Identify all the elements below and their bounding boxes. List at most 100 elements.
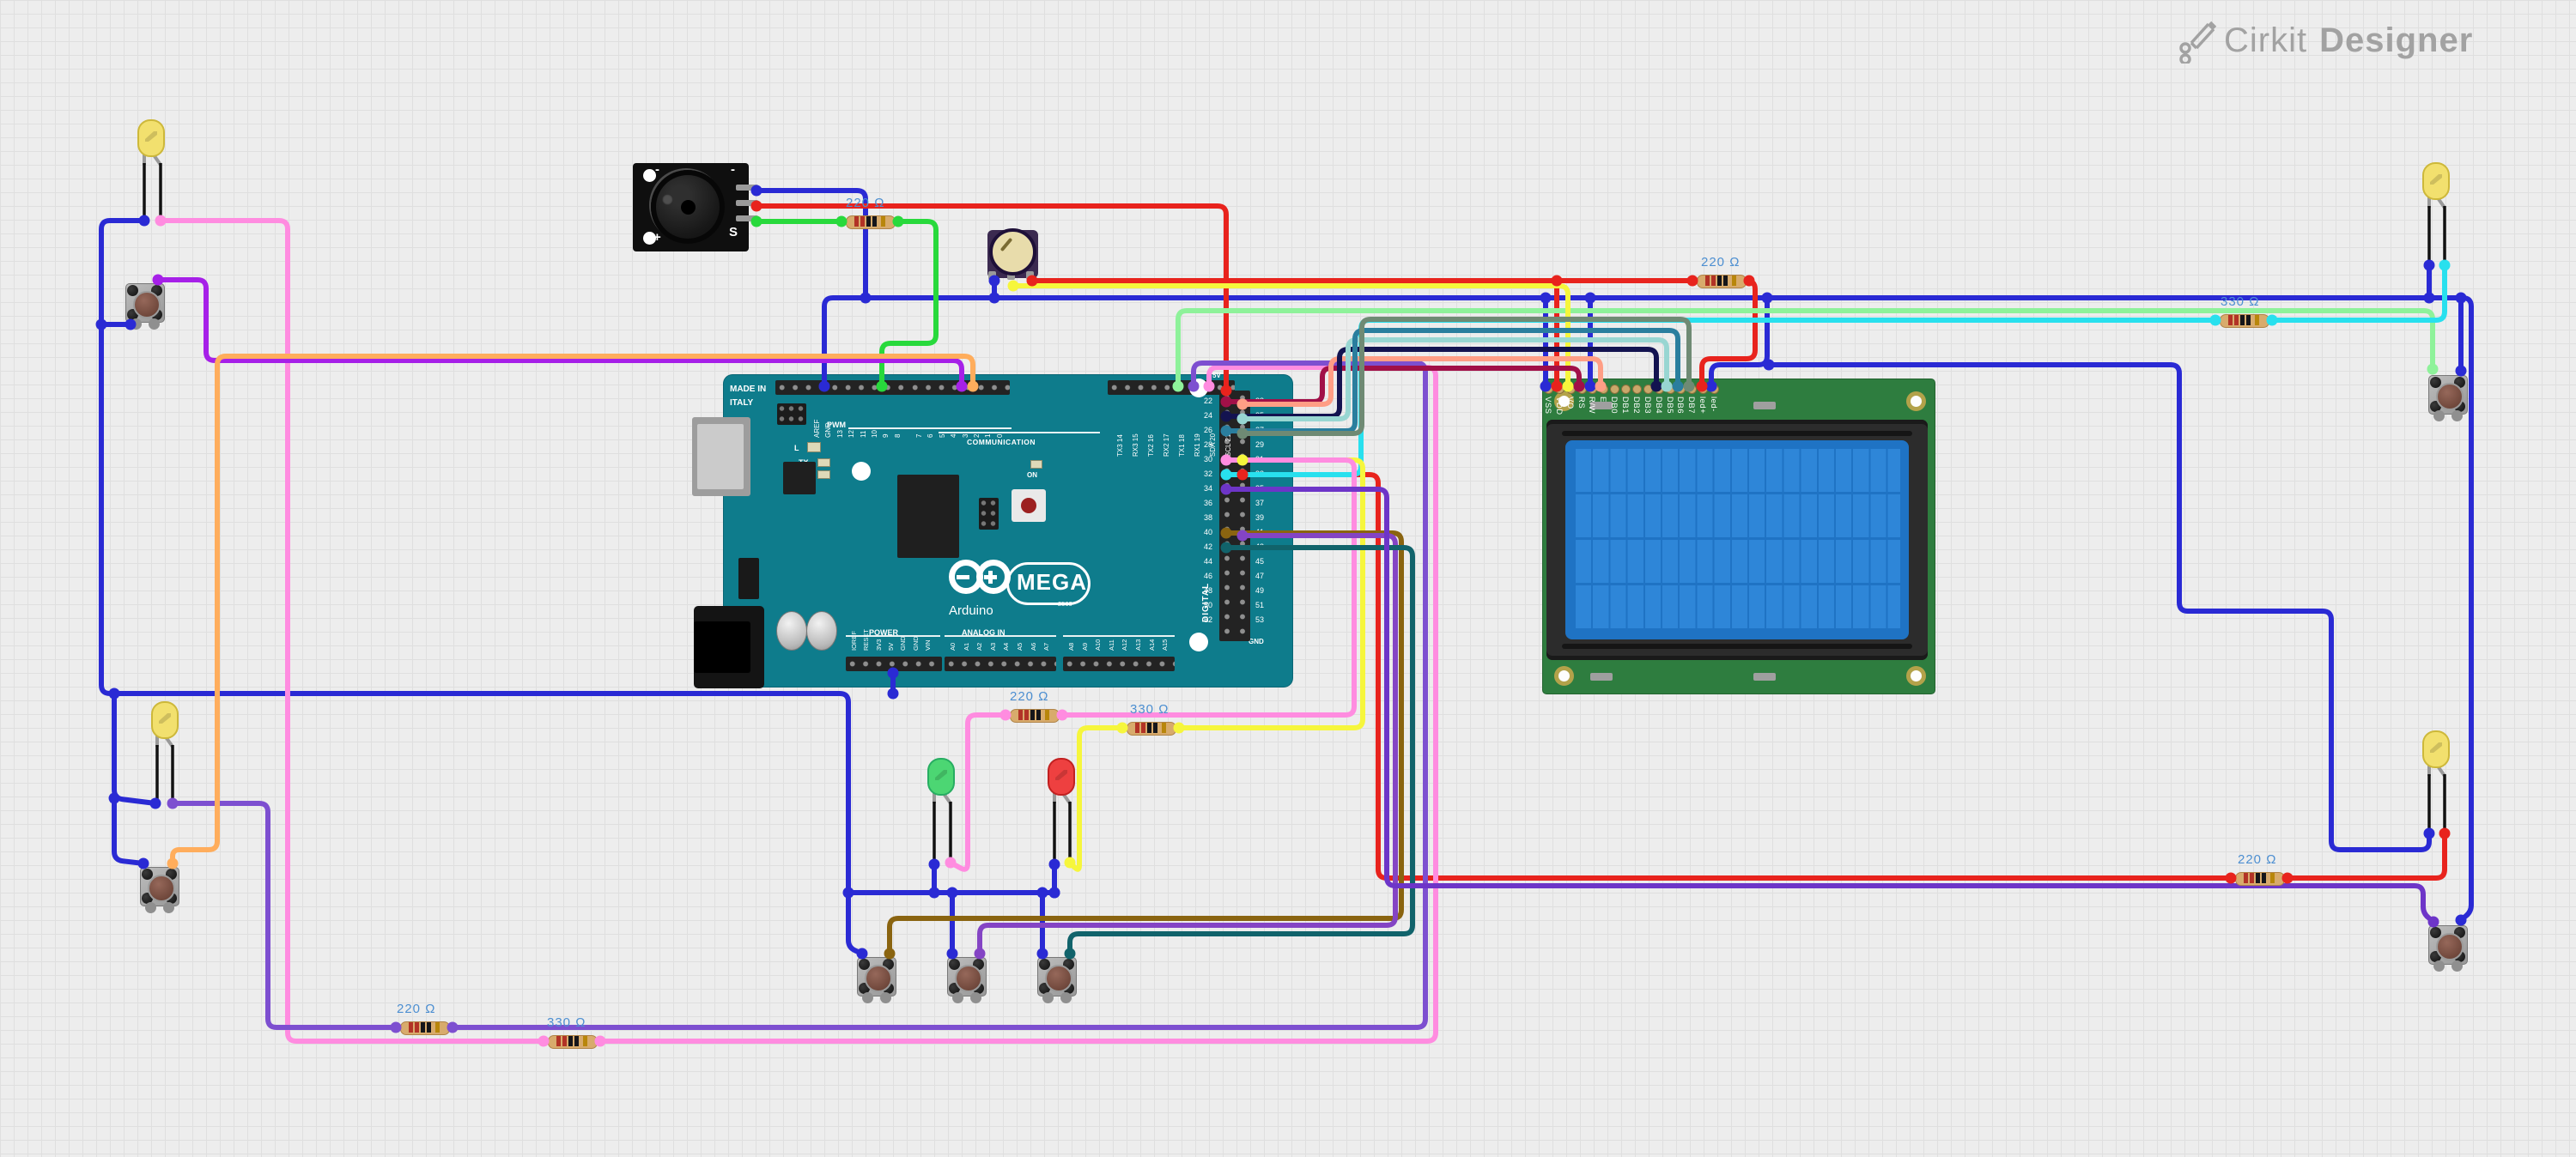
potentiometer[interactable] [987,228,1038,280]
power-jack[interactable] [694,606,764,688]
wire-green[interactable] [754,219,939,389]
push-button[interactable] [2428,925,2468,972]
arduino-label: ANALOG IN [962,628,1005,637]
pin-header-analog-2[interactable] [1063,657,1175,671]
lcd-pin-label: DB6 [1675,397,1686,414]
wire-lightgreen[interactable] [1176,308,2435,389]
arduino-label: SCL 21 [1224,433,1232,457]
icsp-header-2[interactable] [979,498,999,530]
wire-graygreen[interactable] [1240,317,1692,436]
lcd-pin-pad[interactable] [1610,385,1620,394]
wire-yellow[interactable] [1011,283,1571,389]
wire-steelblue[interactable] [1224,328,1680,433]
led-green[interactable] [921,758,963,868]
pin-header-digital[interactable] [1219,391,1250,641]
arduino-mega-board[interactable]: MADE INITALYPWMCOMMUNICATIONLTXRXONPOWER… [692,372,1292,688]
push-button[interactable] [140,867,179,913]
wire-violet[interactable] [170,360,1428,1030]
push-button[interactable] [857,957,896,1003]
resistor[interactable] [1010,709,1060,723]
buzzer-pin[interactable] [736,185,758,191]
led-red[interactable] [1042,758,1083,868]
wire-blue[interactable] [1766,362,2432,852]
reset-button[interactable] [1012,489,1046,522]
resistor[interactable] [846,215,896,229]
wire-red[interactable] [754,203,1229,393]
wire-salmon[interactable] [1240,356,1603,407]
icsp-header-1[interactable] [777,403,806,425]
wire-teal[interactable] [1067,545,1415,956]
resistor[interactable] [1127,722,1176,736]
arduino-label: A9 [1080,642,1089,651]
led-yellow[interactable] [2416,162,2458,270]
lcd-pin-label: DB7 [1686,397,1697,414]
button-cap[interactable] [955,965,982,992]
resistor[interactable] [2235,872,2285,886]
wire-crimson[interactable] [1224,366,1582,404]
button-cap[interactable] [2436,933,2464,960]
push-button[interactable] [947,957,987,1003]
button-cap[interactable] [133,291,161,318]
pin-header-top-3[interactable] [1108,380,1235,395]
wire-pink[interactable] [158,218,1438,1044]
arduino-label: TX2 16 [1147,434,1155,457]
lcd-pin-pad[interactable] [1643,385,1653,394]
wire-pink[interactable] [948,457,1357,872]
wire-blue[interactable] [754,188,868,300]
potentiometer-leg[interactable] [1007,271,1015,280]
lcd-bezel [1546,420,1928,660]
digital-pin-number: 49 [1255,586,1265,595]
button-pin [949,959,960,970]
button-cap[interactable] [865,965,892,992]
push-button[interactable] [1037,957,1077,1003]
led-yellow[interactable] [145,701,186,809]
wire-violetB[interactable] [977,533,1398,956]
reset-button-cap[interactable] [1021,498,1036,513]
wire-blue[interactable] [112,796,146,866]
arduino-label: RX3 15 [1132,433,1139,457]
pin-header-top-1[interactable] [775,380,914,395]
usb-connector[interactable] [692,417,750,496]
buzzer-pin[interactable] [736,200,758,206]
wire-brown[interactable] [887,530,1404,956]
resistor-band [421,1022,425,1033]
wire-red[interactable] [1240,472,2447,881]
wire-navy[interactable] [1224,347,1659,419]
buzzer-module[interactable]: -+-S [633,162,758,251]
resistor[interactable] [548,1035,598,1049]
resistor[interactable] [2220,314,2269,328]
button-leg [2451,410,2463,421]
wire-blue[interactable] [822,295,2474,923]
arduino-label: 6 [927,433,935,438]
wire-violetC[interactable] [1224,487,2436,924]
pin-header-analog-1[interactable] [945,657,1056,671]
resistor-band [1141,723,1145,733]
button-cap[interactable] [1045,965,1072,992]
wire-orange[interactable] [170,354,975,866]
pin-header-power[interactable] [846,657,942,671]
resistor[interactable] [400,1021,450,1035]
led-yellow[interactable] [2416,730,2458,839]
buzzer-pin[interactable] [736,215,758,221]
push-button[interactable] [125,283,165,330]
push-button[interactable] [2428,375,2468,421]
resistor[interactable] [1697,275,1747,288]
button-cap[interactable] [2436,383,2464,410]
lcd-pin-pad[interactable] [1631,385,1642,394]
button-pin [142,869,153,880]
resistor-band [1030,710,1035,720]
buzzer-sound-hole [681,200,696,215]
led-body [151,701,179,739]
lcd-pin-pad[interactable] [1621,385,1631,394]
wire-lightteal[interactable] [1240,337,1669,421]
resistor-band [1147,723,1151,733]
button-cap[interactable] [148,875,175,902]
wire-purple[interactable] [155,277,964,389]
potentiometer-knob[interactable] [989,228,1036,276]
wire-blue[interactable] [99,218,865,956]
led-yellow[interactable] [131,119,173,226]
wire-yellow[interactable] [1067,457,1365,872]
arduino-wordmark: Arduino [949,603,993,618]
